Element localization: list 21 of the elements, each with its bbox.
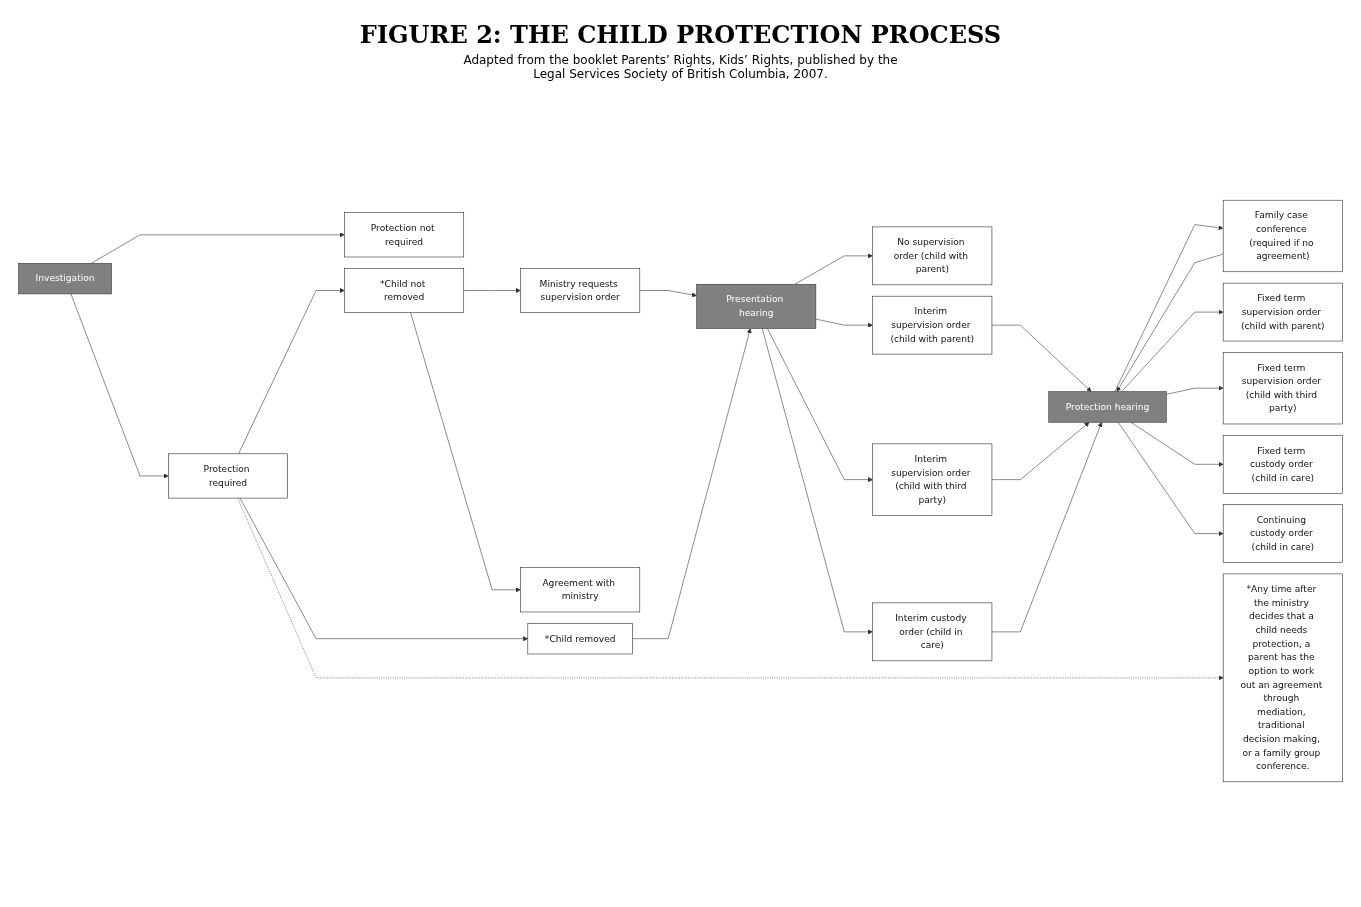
node-box: Interim supervision order (child with parent) bbox=[872, 295, 993, 355]
node-box: *Any time after the ministry decides that a child needs protection, a parent has the option to work out an agreement through mediation, traditional decision making, or a family group conference. bbox=[1222, 573, 1343, 783]
figure-title: FIGURE 2: THE CHILD PROTECTION PROCESS bbox=[359, 20, 1002, 49]
node-box: Fixed term supervision order (child with parent) bbox=[1222, 282, 1343, 342]
node-box: *Child removed bbox=[527, 623, 633, 655]
node-box: Fixed term custody order (child in care) bbox=[1222, 435, 1343, 494]
node-box: Agreement with ministry bbox=[520, 567, 641, 613]
node-box: *Child not removed bbox=[344, 268, 465, 313]
node-box: No supervision order (child with parent) bbox=[872, 226, 993, 286]
caption: Adapted from the booklet Parents’ Rights, Kids’ Rights, published by the Legal Services Society of British Columbia, 2007. bbox=[462, 53, 899, 81]
node-box: Protection required bbox=[168, 453, 288, 499]
node-box: Protection hearing bbox=[1048, 391, 1167, 423]
node-box: Family case conference (required if no agreement) bbox=[1222, 199, 1343, 273]
node-box: Protection not required bbox=[344, 212, 465, 258]
node-box: Investigation bbox=[18, 262, 112, 295]
node-box: Interim custody order (child in care) bbox=[872, 602, 993, 662]
node-box: Presentation hearing bbox=[696, 283, 817, 329]
node-box: Fixed term supervision order (child with third party) bbox=[1222, 352, 1343, 425]
node-box: Continuing custody order (child in care) bbox=[1222, 504, 1343, 563]
node-box: Interim supervision order (child with third party) bbox=[872, 443, 993, 516]
node-box: Ministry requests supervision order bbox=[520, 268, 641, 313]
